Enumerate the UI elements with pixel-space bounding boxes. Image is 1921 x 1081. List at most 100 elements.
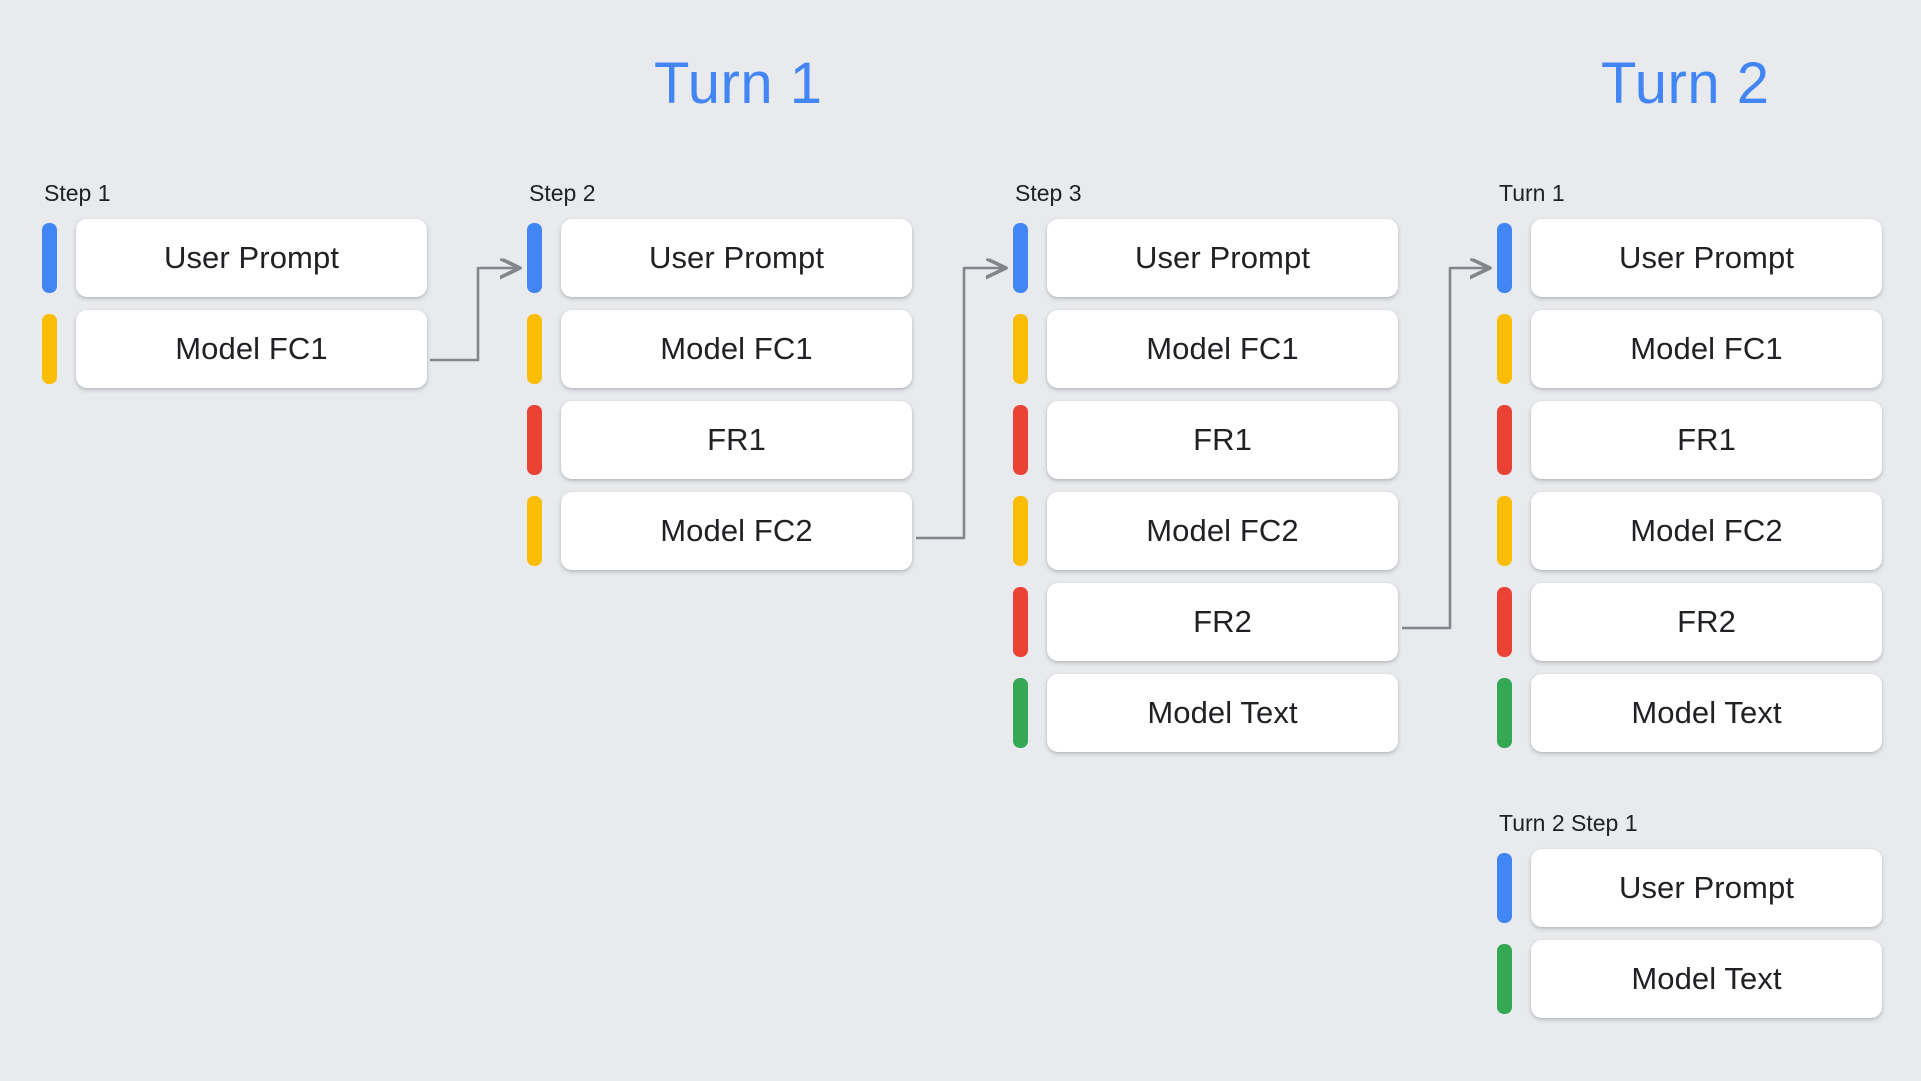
- row-model-fc2[interactable]: Model FC2: [527, 492, 912, 570]
- row-card-label: User Prompt: [648, 240, 825, 275]
- column-label-turn-2-step-1: Turn 2 Step 1: [1499, 810, 1638, 836]
- column-step-1: Step 1 User Prompt Model FC1: [42, 182, 427, 388]
- row-card-label: FR1: [1677, 422, 1736, 457]
- row-card-label: Model FC2: [660, 513, 813, 548]
- connector-step3-to-turn1: [1402, 268, 1490, 630]
- row-model-fc2[interactable]: Model FC2: [1497, 492, 1882, 570]
- row-user-prompt[interactable]: User Prompt: [1013, 219, 1398, 297]
- row-card[interactable]: FR1: [561, 401, 912, 479]
- row-card[interactable]: FR1: [1047, 401, 1398, 479]
- row-card[interactable]: FR2: [1047, 583, 1398, 661]
- column-rows: User Prompt Model FC1 FR1 Model FC2: [1013, 219, 1398, 752]
- row-card-label: Model Text: [1631, 695, 1782, 730]
- connector-step2-to-step3: [916, 268, 1006, 540]
- row-model-fc1[interactable]: Model FC1: [42, 310, 427, 388]
- row-card[interactable]: Model FC1: [1531, 310, 1882, 388]
- row-card-label: User Prompt: [163, 240, 340, 275]
- row-card[interactable]: User Prompt: [1531, 219, 1882, 297]
- row-card-label: FR2: [1193, 604, 1252, 639]
- role-bar-function-response: [1497, 587, 1512, 657]
- column-label-step-3: Step 3: [1015, 180, 1082, 206]
- turn-2-heading: Turn 2: [1601, 51, 1770, 116]
- row-model-fc1[interactable]: Model FC1: [1497, 310, 1882, 388]
- row-card[interactable]: User Prompt: [1531, 849, 1882, 927]
- role-bar-function-response: [1497, 405, 1512, 475]
- role-bar-function-response: [527, 405, 542, 475]
- row-card[interactable]: User Prompt: [76, 219, 427, 297]
- row-user-prompt[interactable]: User Prompt: [1497, 219, 1882, 297]
- role-bar-model-text: [1013, 678, 1028, 748]
- row-card[interactable]: Model Text: [1531, 940, 1882, 1018]
- column-step-3: Step 3 User Prompt Model FC1 FR1: [1013, 182, 1398, 752]
- row-fr2[interactable]: FR2: [1013, 583, 1398, 661]
- role-bar-model-function-call: [527, 314, 542, 384]
- role-bar-model-function-call: [1497, 314, 1512, 384]
- role-bar-model-function-call: [527, 496, 542, 566]
- row-user-prompt[interactable]: User Prompt: [527, 219, 912, 297]
- role-bar-function-response: [1013, 587, 1028, 657]
- column-turn-2-step-1: Turn 2 Step 1 User Prompt Model Text: [1497, 812, 1882, 1018]
- row-card[interactable]: Model FC2: [1531, 492, 1882, 570]
- row-card[interactable]: Model FC1: [561, 310, 912, 388]
- row-fr1[interactable]: FR1: [1497, 401, 1882, 479]
- row-card-label: FR1: [1193, 422, 1252, 457]
- role-bar-model-function-call: [1497, 496, 1512, 566]
- row-card-label: Model FC1: [1146, 331, 1299, 366]
- role-bar-model-function-call: [42, 314, 57, 384]
- row-card-label: Model FC2: [1146, 513, 1299, 548]
- role-bar-user-prompt: [1497, 223, 1512, 293]
- column-turn-1: Turn 1 User Prompt Model FC1 FR1: [1497, 182, 1882, 752]
- row-card-label: Model FC1: [1630, 331, 1783, 366]
- row-card-label: User Prompt: [1134, 240, 1311, 275]
- role-bar-user-prompt: [1013, 223, 1028, 293]
- column-rows: User Prompt Model FC1 FR1 Model FC2: [1497, 219, 1882, 752]
- row-card-label: Model Text: [1147, 695, 1298, 730]
- row-card-label: FR2: [1677, 604, 1736, 639]
- row-model-text[interactable]: Model Text: [1497, 940, 1882, 1018]
- row-card-label: User Prompt: [1618, 240, 1795, 275]
- row-card[interactable]: User Prompt: [561, 219, 912, 297]
- row-fr1[interactable]: FR1: [527, 401, 912, 479]
- column-label-step-2: Step 2: [529, 180, 596, 206]
- row-card[interactable]: FR2: [1531, 583, 1882, 661]
- role-bar-user-prompt: [527, 223, 542, 293]
- role-bar-model-function-call: [1013, 496, 1028, 566]
- row-user-prompt[interactable]: User Prompt: [42, 219, 427, 297]
- role-bar-user-prompt: [1497, 853, 1512, 923]
- row-card-label: Model FC1: [175, 331, 328, 366]
- row-card-label: User Prompt: [1618, 870, 1795, 905]
- row-card[interactable]: Model Text: [1047, 674, 1398, 752]
- role-bar-model-text: [1497, 944, 1512, 1014]
- row-card[interactable]: Model FC1: [1047, 310, 1398, 388]
- row-card[interactable]: Model Text: [1531, 674, 1882, 752]
- row-card-label: Model FC1: [660, 331, 813, 366]
- column-rows: User Prompt Model FC1: [42, 219, 427, 388]
- row-card-label: Model FC2: [1630, 513, 1783, 548]
- column-label-turn-1: Turn 1: [1499, 180, 1565, 206]
- role-bar-model-text: [1497, 678, 1512, 748]
- role-bar-user-prompt: [42, 223, 57, 293]
- column-rows: User Prompt Model Text: [1497, 849, 1882, 1018]
- role-bar-function-response: [1013, 405, 1028, 475]
- row-card[interactable]: Model FC1: [76, 310, 427, 388]
- row-model-text[interactable]: Model Text: [1497, 674, 1882, 752]
- column-label-step-1: Step 1: [44, 180, 111, 206]
- row-model-fc2[interactable]: Model FC2: [1013, 492, 1398, 570]
- row-card-label: FR1: [707, 422, 766, 457]
- row-fr2[interactable]: FR2: [1497, 583, 1882, 661]
- row-card-label: Model Text: [1631, 961, 1782, 996]
- row-card[interactable]: Model FC2: [561, 492, 912, 570]
- turn-1-heading: Turn 1: [654, 51, 823, 116]
- row-card[interactable]: User Prompt: [1047, 219, 1398, 297]
- row-card[interactable]: FR1: [1531, 401, 1882, 479]
- row-model-text[interactable]: Model Text: [1013, 674, 1398, 752]
- row-fr1[interactable]: FR1: [1013, 401, 1398, 479]
- column-rows: User Prompt Model FC1 FR1 Model FC2: [527, 219, 912, 570]
- row-user-prompt[interactable]: User Prompt: [1497, 849, 1882, 927]
- column-step-2: Step 2 User Prompt Model FC1 FR1: [527, 182, 912, 570]
- row-card[interactable]: Model FC2: [1047, 492, 1398, 570]
- row-model-fc1[interactable]: Model FC1: [527, 310, 912, 388]
- row-model-fc1[interactable]: Model FC1: [1013, 310, 1398, 388]
- role-bar-model-function-call: [1013, 314, 1028, 384]
